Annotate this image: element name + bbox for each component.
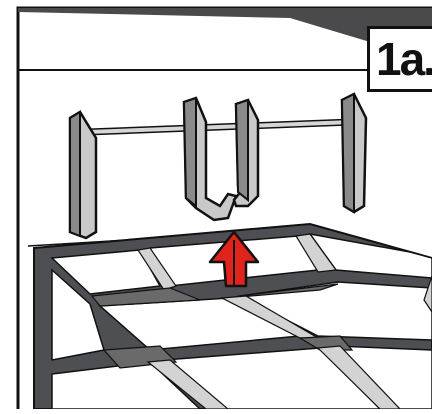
hanging-rod — [84, 118, 356, 136]
compartment — [237, 281, 432, 341]
bracket-hook-left — [182, 96, 238, 222]
divider — [136, 247, 177, 291]
bracket-hook-right — [232, 98, 260, 208]
cabinet-top-band — [18, 8, 432, 42]
bracket-right — [340, 92, 368, 214]
divider — [295, 233, 338, 273]
divider — [90, 287, 201, 307]
divider — [423, 275, 432, 314]
compartment — [50, 249, 162, 295]
drawer-tray — [33, 222, 432, 410]
upward-arrow-icon — [208, 230, 260, 288]
step-number-label: 1a. — [367, 26, 432, 92]
bracket-left — [68, 110, 98, 240]
